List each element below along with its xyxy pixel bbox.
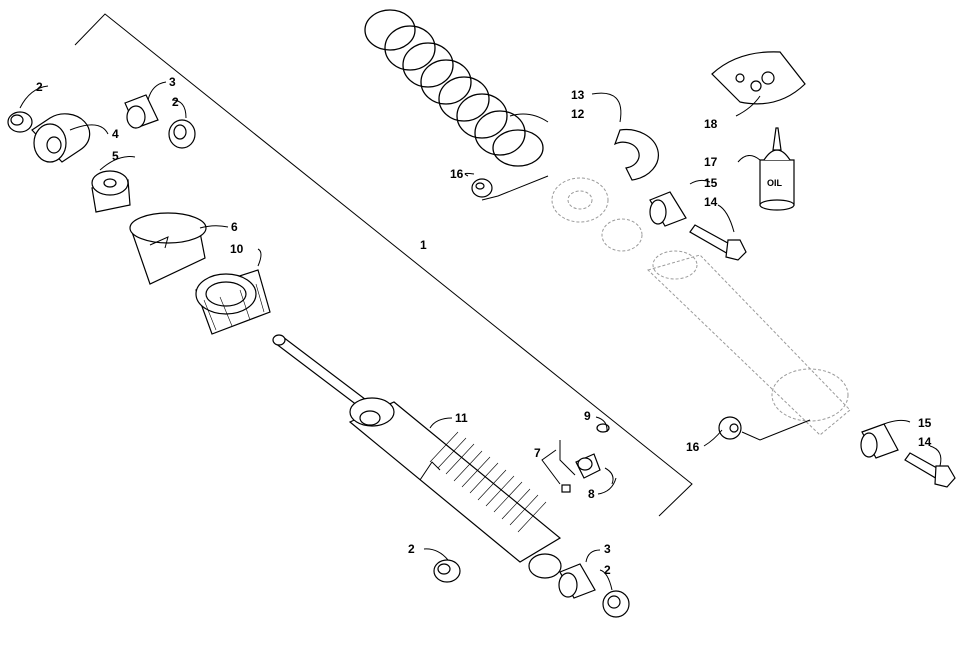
oil-bottle-label: OIL	[767, 178, 783, 188]
bushing-part	[168, 119, 196, 149]
oil-bottle-part: OIL	[759, 127, 795, 211]
callout-6: 6	[231, 220, 238, 234]
bolt-part	[904, 452, 956, 488]
callout-7: 7	[534, 446, 541, 460]
shock-body-part	[272, 334, 562, 579]
coil-spring-part	[364, 9, 544, 167]
bushing-part	[7, 111, 33, 133]
bushing-part	[718, 416, 742, 440]
bushing-part	[433, 559, 461, 583]
spring-seat-part	[91, 170, 131, 213]
sleeve-part	[860, 423, 899, 459]
callout-16: 16	[450, 167, 464, 181]
callout-5: 5	[112, 149, 119, 163]
ghost-shock-body	[647, 250, 851, 436]
decal-part	[711, 51, 806, 105]
spring-seat-clip-part	[613, 128, 659, 181]
callout-3: 3	[169, 75, 176, 89]
callout-2: 2	[36, 80, 43, 94]
callout-11: 11	[455, 411, 468, 425]
adjuster-ring-part	[195, 269, 271, 335]
callout-13: 13	[571, 88, 585, 102]
callout-4: 4	[112, 127, 119, 141]
ghost-spring-seat	[551, 177, 643, 252]
callout-2: 2	[172, 95, 179, 109]
callout-14: 14	[918, 435, 932, 449]
sleeve-part	[124, 94, 159, 129]
callout-12: 12	[571, 107, 585, 121]
callout-1: 1	[420, 238, 427, 252]
sleeve-part	[558, 563, 596, 599]
callout-18: 18	[704, 117, 718, 131]
bushing-part	[471, 178, 493, 198]
leader-lines	[19, 81, 942, 591]
callout-8: 8	[588, 487, 595, 501]
callout-3: 3	[604, 542, 611, 556]
retainer-clip-part	[129, 212, 207, 285]
valve-assembly-part	[541, 423, 614, 493]
callout-9: 9	[584, 409, 591, 423]
callout-17: 17	[704, 155, 718, 169]
sleeve-part	[649, 191, 687, 227]
callout-10: 10	[230, 242, 244, 256]
eyelet-part	[31, 113, 91, 163]
bushing-part	[602, 590, 630, 618]
callout-15: 15	[918, 416, 932, 430]
bolt-part	[689, 224, 747, 261]
callout-2: 2	[604, 563, 611, 577]
assembly-bracket	[74, 13, 693, 517]
callout-16: 16	[686, 440, 700, 454]
callout-2: 2	[408, 542, 415, 556]
callout-numbers: 2 3 2 4 5 6 10 1 11 9 7 8 2 3 2 13 12 16…	[36, 75, 932, 577]
callout-14: 14	[704, 195, 718, 209]
callout-15: 15	[704, 176, 718, 190]
